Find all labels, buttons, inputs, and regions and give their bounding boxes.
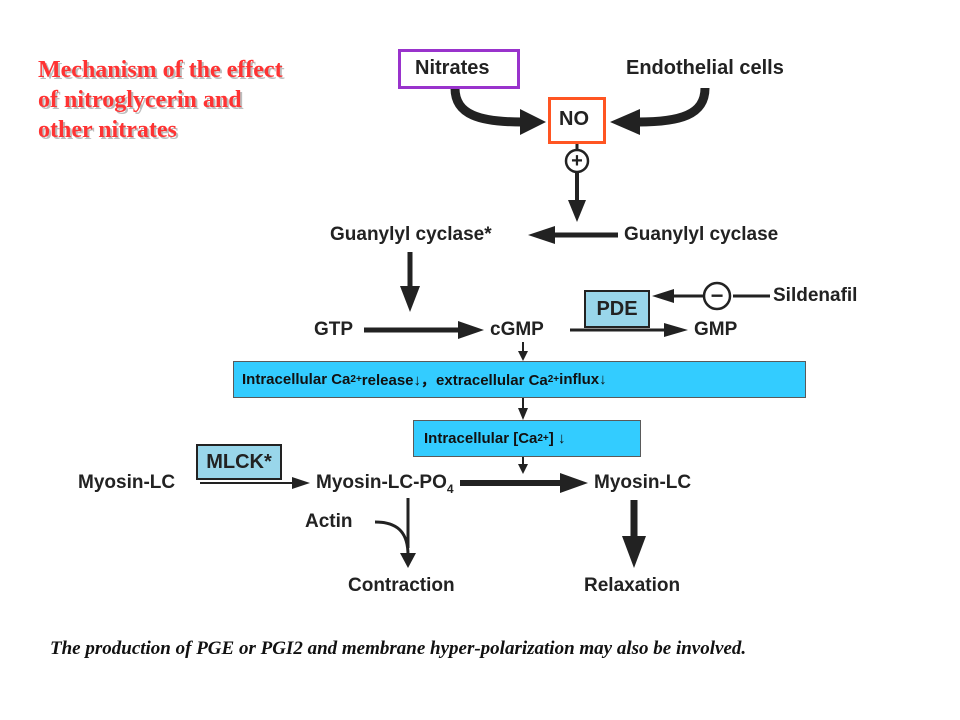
pde-box: PDE	[584, 290, 650, 328]
myosin-lc-po4-subscript: 4	[446, 481, 454, 496]
guanylyl-cyclase-label: Guanylyl cyclase	[624, 224, 779, 245]
inhibition-circle	[702, 281, 732, 311]
intracellular-calcium-text-1: Intracellular [Ca	[424, 430, 538, 447]
cgmp-label: cGMP	[490, 319, 544, 340]
endothelial-to-no-arrow	[637, 87, 710, 127]
sildenafil-label: Sildenafil	[773, 285, 858, 306]
intracellular-calcium-sup: 2+	[537, 433, 549, 444]
pde-label: PDE	[596, 297, 638, 320]
calcium-release-text-2: release↓，extracellular Ca	[361, 372, 548, 389]
nitrates-to-no-arrow	[450, 87, 523, 127]
nitrates-label: Nitrates	[415, 57, 490, 79]
myosin-lc-left-label: Myosin-LC	[78, 472, 176, 493]
no-label: NO	[559, 108, 589, 130]
minus-sign: −	[710, 283, 724, 308]
myosin-lc-po4-main: Myosin-LC-PO	[316, 472, 447, 493]
relaxation-label: Relaxation	[584, 575, 681, 596]
endothelial-cells-label: Endothelial cells	[626, 57, 784, 79]
footer-note: The production of PGE or PGI2 and membra…	[50, 638, 747, 659]
slide-title: Mechanism of the effect of nitroglycerin…	[38, 57, 283, 143]
mlck-label: MLCK*	[206, 450, 272, 473]
calcium-release-text-1: Intracellular Ca	[242, 371, 351, 388]
myosin-lc-right-label: Myosin-LC	[594, 472, 692, 493]
calcium-release-text-3: influx↓	[559, 371, 607, 388]
calcium-release-sup-2: 2+	[547, 374, 560, 385]
gtp-label: GTP	[314, 319, 354, 340]
contraction-label: Contraction	[348, 575, 455, 596]
nitrates-highlight-box	[398, 49, 520, 89]
gmp-label: GMP	[694, 319, 738, 340]
guanylyl-cyclase-active-label: Guanylyl cyclase*	[330, 224, 492, 245]
actin-label: Actin	[305, 511, 353, 532]
no-highlight-box	[548, 97, 606, 144]
myosin-lc-po4-label: Myosin-LC-PO4	[316, 472, 454, 496]
calcium-release-sup-1: 2+	[350, 374, 362, 385]
mlck-box: MLCK*	[196, 444, 282, 480]
intracellular-calcium-text-2: ] ↓	[548, 430, 566, 447]
plus-sign: +	[571, 150, 583, 172]
